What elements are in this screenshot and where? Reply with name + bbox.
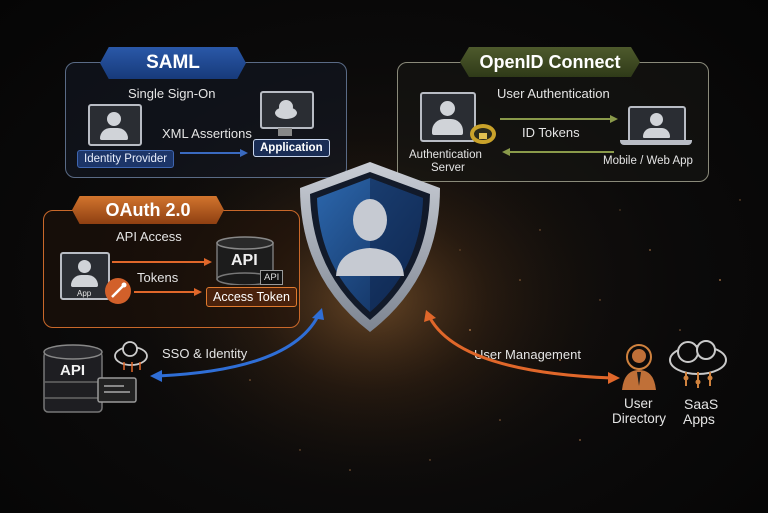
oidc-subtitle: User Authentication bbox=[497, 86, 610, 101]
saas-apps-label-line1: SaaS bbox=[684, 396, 719, 412]
app-monitor-icon bbox=[60, 252, 110, 300]
api-badge: API bbox=[260, 270, 284, 285]
sso-identity-label: SSO & Identity bbox=[162, 346, 248, 361]
cloud-icon bbox=[275, 100, 297, 119]
user-management-connection-arrow bbox=[428, 317, 613, 380]
authentication-server-label-line1: Authentication bbox=[409, 149, 482, 161]
identity-provider-monitor-icon bbox=[88, 104, 142, 146]
authentication-server-label-line2: Server bbox=[431, 162, 465, 174]
oauth-title: OAuth 2.0 bbox=[72, 196, 224, 224]
access-token-label: Access Token bbox=[206, 287, 297, 307]
saas-apps-label-line2: Apps bbox=[683, 411, 715, 427]
authentication-server-monitor-icon bbox=[420, 92, 476, 142]
saml-title: SAML bbox=[100, 47, 246, 79]
mobile-web-app-label: Mobile / Web App bbox=[603, 155, 693, 167]
application-label: Application bbox=[253, 139, 330, 157]
api-server-label: API bbox=[60, 362, 86, 379]
cloud-network-icon bbox=[114, 341, 148, 372]
security-shield-icon bbox=[300, 162, 440, 332]
user-directory-label-line2: Directory bbox=[612, 411, 667, 426]
oauth-flow-label: Tokens bbox=[137, 270, 179, 285]
saml-subtitle: Single Sign-On bbox=[128, 86, 216, 101]
key-badge-icon bbox=[105, 278, 131, 304]
oauth-subtitle: API Access bbox=[116, 229, 182, 244]
user-management-label: User Management bbox=[474, 347, 581, 362]
sso-connection-arrow bbox=[157, 315, 320, 378]
user-directory-label-line1: User bbox=[624, 396, 653, 411]
lock-badge-icon bbox=[470, 124, 496, 144]
app-label: App bbox=[77, 289, 92, 298]
laptop-base bbox=[620, 140, 692, 145]
api-database-label: API bbox=[231, 252, 258, 269]
monitor-stand bbox=[278, 128, 292, 136]
saml-flow-label: XML Assertions bbox=[162, 126, 252, 141]
api-server-stack-icon bbox=[43, 344, 137, 413]
oidc-title: OpenID Connect bbox=[460, 47, 640, 77]
oidc-flow-label: ID Tokens bbox=[522, 125, 580, 140]
saas-cloud-icon bbox=[669, 340, 727, 388]
application-monitor-icon bbox=[260, 91, 314, 129]
user-directory-icon bbox=[622, 344, 656, 390]
identity-provider-label: Identity Provider bbox=[77, 150, 175, 168]
